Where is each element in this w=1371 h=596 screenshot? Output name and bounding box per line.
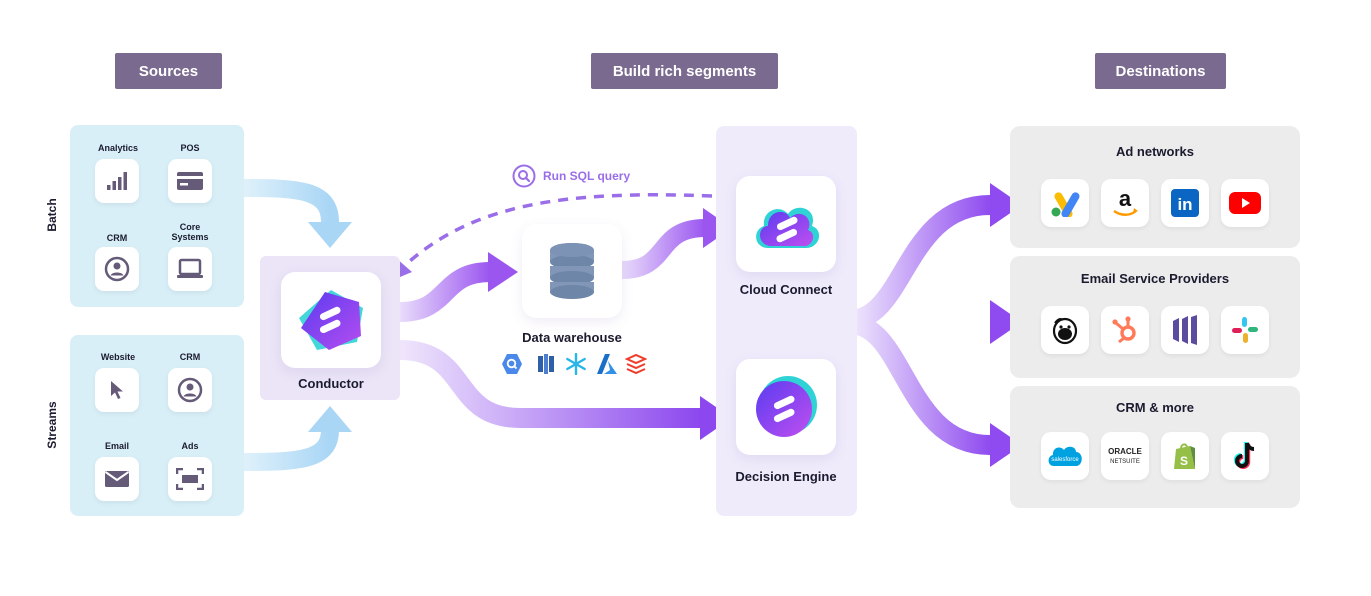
salesforce-icon: salesforce	[1041, 432, 1089, 480]
batch-flow-arrow	[243, 179, 352, 248]
core-systems-label: Core Systems	[171, 222, 209, 242]
warehouse-label: Data warehouse	[522, 330, 622, 345]
svg-text:S: S	[1180, 454, 1188, 468]
linkedin-icon: in	[1161, 179, 1209, 227]
youtube-icon	[1221, 179, 1269, 227]
amazon-icon: a	[1101, 179, 1149, 227]
pos-label: POS	[180, 143, 200, 153]
azure-icon	[596, 353, 618, 375]
svg-text:NETSUITE: NETSUITE	[1110, 459, 1140, 465]
marketo-icon	[1161, 306, 1209, 354]
sources-header: Sources	[115, 53, 222, 89]
streams-flow-arrow	[243, 406, 352, 471]
oracle-netsuite-icon: ORACLE NETSUITE	[1101, 432, 1149, 480]
snowflake-icon	[565, 353, 587, 375]
destination-fan-arrows	[848, 183, 1022, 467]
crm-person-icon	[95, 247, 139, 291]
databricks-icon	[625, 353, 647, 375]
pos-card-icon	[168, 159, 212, 203]
website-label: Website	[100, 352, 136, 362]
bigquery-icon	[501, 353, 523, 375]
cloud-connect-box	[736, 176, 836, 272]
cloud-connect-logo-icon	[756, 207, 820, 248]
database-icon	[550, 243, 594, 299]
slack-icon	[1221, 306, 1269, 354]
batch-label: Batch	[45, 198, 59, 232]
search-icon	[512, 164, 536, 188]
analytics-icon	[95, 159, 139, 203]
crm-stream-label: CRM	[179, 352, 201, 362]
svg-text:salesforce: salesforce	[1051, 457, 1079, 463]
streams-label: Streams	[45, 401, 59, 449]
conductor-label: Conductor	[298, 376, 364, 391]
sql-query-dashed-line	[400, 193, 713, 270]
laptop-icon	[168, 247, 212, 291]
crm-more-title: CRM & more	[1115, 400, 1194, 415]
decision-engine-label: Decision Engine	[735, 469, 837, 484]
email-label: Email	[104, 441, 129, 451]
decision-engine-logo-icon	[756, 376, 817, 437]
run-sql-query-label: Run SQL query	[543, 169, 631, 183]
email-providers-title: Email Service Providers	[1080, 271, 1230, 286]
svg-text:a: a	[1119, 188, 1132, 211]
segments-header: Build rich segments	[591, 53, 778, 89]
warehouse-box	[522, 224, 622, 318]
analytics-label: Analytics	[97, 143, 139, 153]
hubspot-icon	[1101, 306, 1149, 354]
ads-label: Ads	[181, 441, 199, 451]
mailchimp-icon	[1041, 306, 1089, 354]
shopify-icon: S	[1161, 432, 1209, 480]
crm-person-icon	[168, 368, 212, 412]
conductor-logo-icon	[299, 290, 363, 350]
google-ads-icon	[1041, 179, 1089, 227]
destinations-header: Destinations	[1095, 53, 1226, 89]
decision-engine-box	[736, 359, 836, 455]
envelope-icon	[95, 457, 139, 501]
svg-text:ORACLE: ORACLE	[1108, 447, 1142, 456]
conductor-logo-box	[281, 272, 381, 368]
tiktok-icon	[1221, 432, 1269, 480]
ad-frame-icon	[168, 457, 212, 501]
ad-networks-title: Ad networks	[1115, 144, 1194, 159]
conductor-to-warehouse-arrow	[399, 252, 518, 322]
svg-text:in: in	[1177, 195, 1192, 214]
cloud-connect-label: Cloud Connect	[739, 282, 833, 297]
cursor-icon	[95, 368, 139, 412]
crm-batch-label: CRM	[106, 233, 128, 243]
redshift-icon	[535, 353, 557, 375]
